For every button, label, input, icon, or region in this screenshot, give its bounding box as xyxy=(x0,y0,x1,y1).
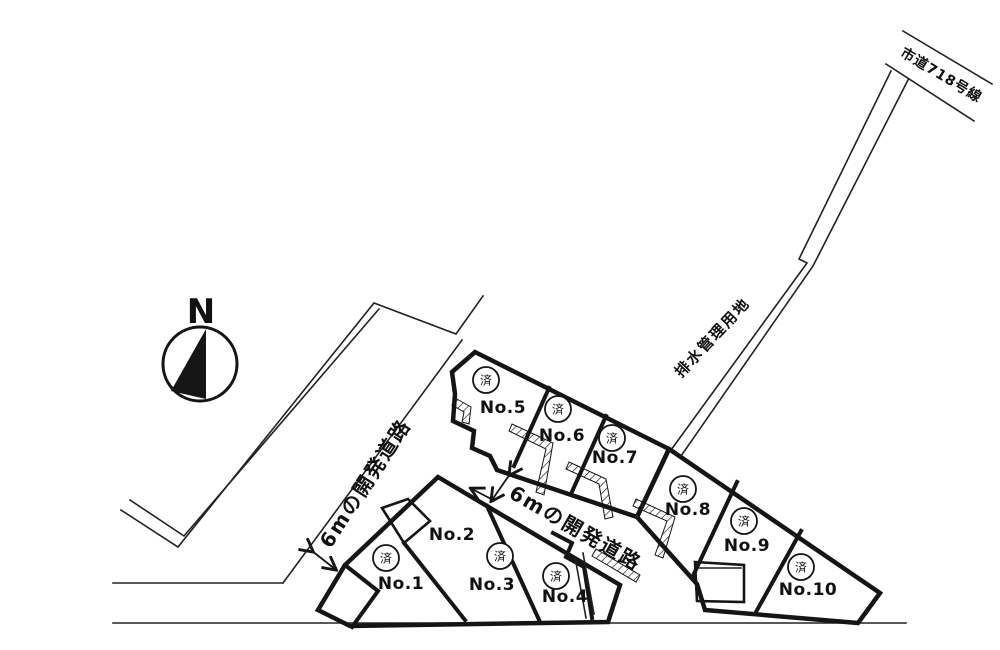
lot-no1-sold-circle xyxy=(372,544,400,572)
slope-hatch-lot6 xyxy=(508,423,554,496)
lot-no4-sold-badge: 済 xyxy=(550,569,562,584)
divider-lot9-lot10 xyxy=(753,528,804,615)
lot-no8-sold-badge: 済 xyxy=(677,482,689,497)
city-road-edge-north xyxy=(901,29,994,86)
drainage-strip-west-edge xyxy=(669,69,893,452)
lot-no5: 済 No.5 xyxy=(472,366,526,418)
lot-no4-label: No.4 xyxy=(542,587,588,607)
lot-no10: 済 No.10 xyxy=(779,553,838,600)
lot-no4-sold-circle xyxy=(542,562,570,590)
compass-needle xyxy=(171,329,206,399)
lot-no5-sold-circle xyxy=(472,366,500,394)
road-width-arrow-left xyxy=(312,551,335,569)
compass-circle xyxy=(161,325,239,403)
road-edge-arrow-mid xyxy=(472,489,496,502)
divider-lot1-lot2 xyxy=(401,540,468,623)
lot-no3-sold-circle xyxy=(486,542,514,570)
north-label: N xyxy=(187,292,215,332)
lot4-east-line-b xyxy=(582,552,595,615)
slope-hatch-lot8 xyxy=(632,498,676,559)
lot-no5-label: No.5 xyxy=(480,398,526,418)
lot-no3-label: No.3 xyxy=(469,575,515,595)
north-arrow: N xyxy=(161,292,239,403)
lot-no9: 済 No.9 xyxy=(724,507,770,556)
corner-plot-boundary xyxy=(342,562,381,630)
lot-no3-sold-badge: 済 xyxy=(494,549,506,564)
lot-no1-sold-badge: 済 xyxy=(380,551,392,566)
lot-no9-sold-badge: 済 xyxy=(738,514,750,529)
lot-no10-label: No.10 xyxy=(779,580,838,600)
lot-no2: No.2 xyxy=(429,525,475,545)
lot-no10-sold-badge: 済 xyxy=(795,560,807,575)
divider-lot6-lot7 xyxy=(568,413,609,497)
divider-lot2-lot3 xyxy=(484,503,543,625)
lot-no5-sold-badge: 済 xyxy=(480,373,492,388)
lot-no7: 済 No.7 xyxy=(592,424,638,468)
lot-no7-sold-circle xyxy=(598,424,626,452)
lot-no4: 済 No.4 xyxy=(542,562,588,607)
lot-no10-sold-circle xyxy=(787,553,815,581)
lot-no9-label: No.9 xyxy=(724,536,770,556)
survey-boundary-line-inner xyxy=(128,307,381,538)
divider-lot3-lot4 xyxy=(550,530,595,621)
lot-no8-sold-circle xyxy=(669,475,697,503)
lot-no8: 済 No.8 xyxy=(665,475,711,520)
lot-no9-sold-circle xyxy=(730,507,758,535)
lot-no6-sold-circle xyxy=(544,395,572,423)
slope-hatch-lot5 xyxy=(451,397,472,425)
lot-no2-label: No.2 xyxy=(429,525,475,545)
slope-hatch-lot7 xyxy=(565,461,614,520)
lot-no3: 済 No.3 xyxy=(469,542,515,595)
lot-no6-label: No.6 xyxy=(539,426,585,446)
divider-lot5-lot6 xyxy=(511,385,552,469)
road-width-arrow-mid xyxy=(492,474,510,500)
lot4-east-line-a xyxy=(574,556,587,619)
lot9-lower-notch xyxy=(693,560,746,604)
lot-no7-label: No.7 xyxy=(592,448,638,468)
lot-no6-sold-badge: 済 xyxy=(552,402,564,417)
right-cluster-outline xyxy=(634,445,884,626)
lot-no1-label: No.1 xyxy=(378,574,424,594)
city-road-edge-south xyxy=(884,62,976,123)
lot-no7-sold-badge: 済 xyxy=(606,431,618,446)
lot2-boundary-notch xyxy=(380,497,432,545)
lot-no8-label: No.8 xyxy=(665,500,711,520)
drainage-strip-east-edge xyxy=(679,78,910,458)
survey-boundary-line xyxy=(119,294,485,549)
dev-road-left-label: 6mの開発道路 xyxy=(315,414,416,552)
lot-no1: 済 No.1 xyxy=(372,544,424,594)
lot-no6: 済 No.6 xyxy=(539,395,585,446)
slope-hatch-road xyxy=(591,548,641,583)
